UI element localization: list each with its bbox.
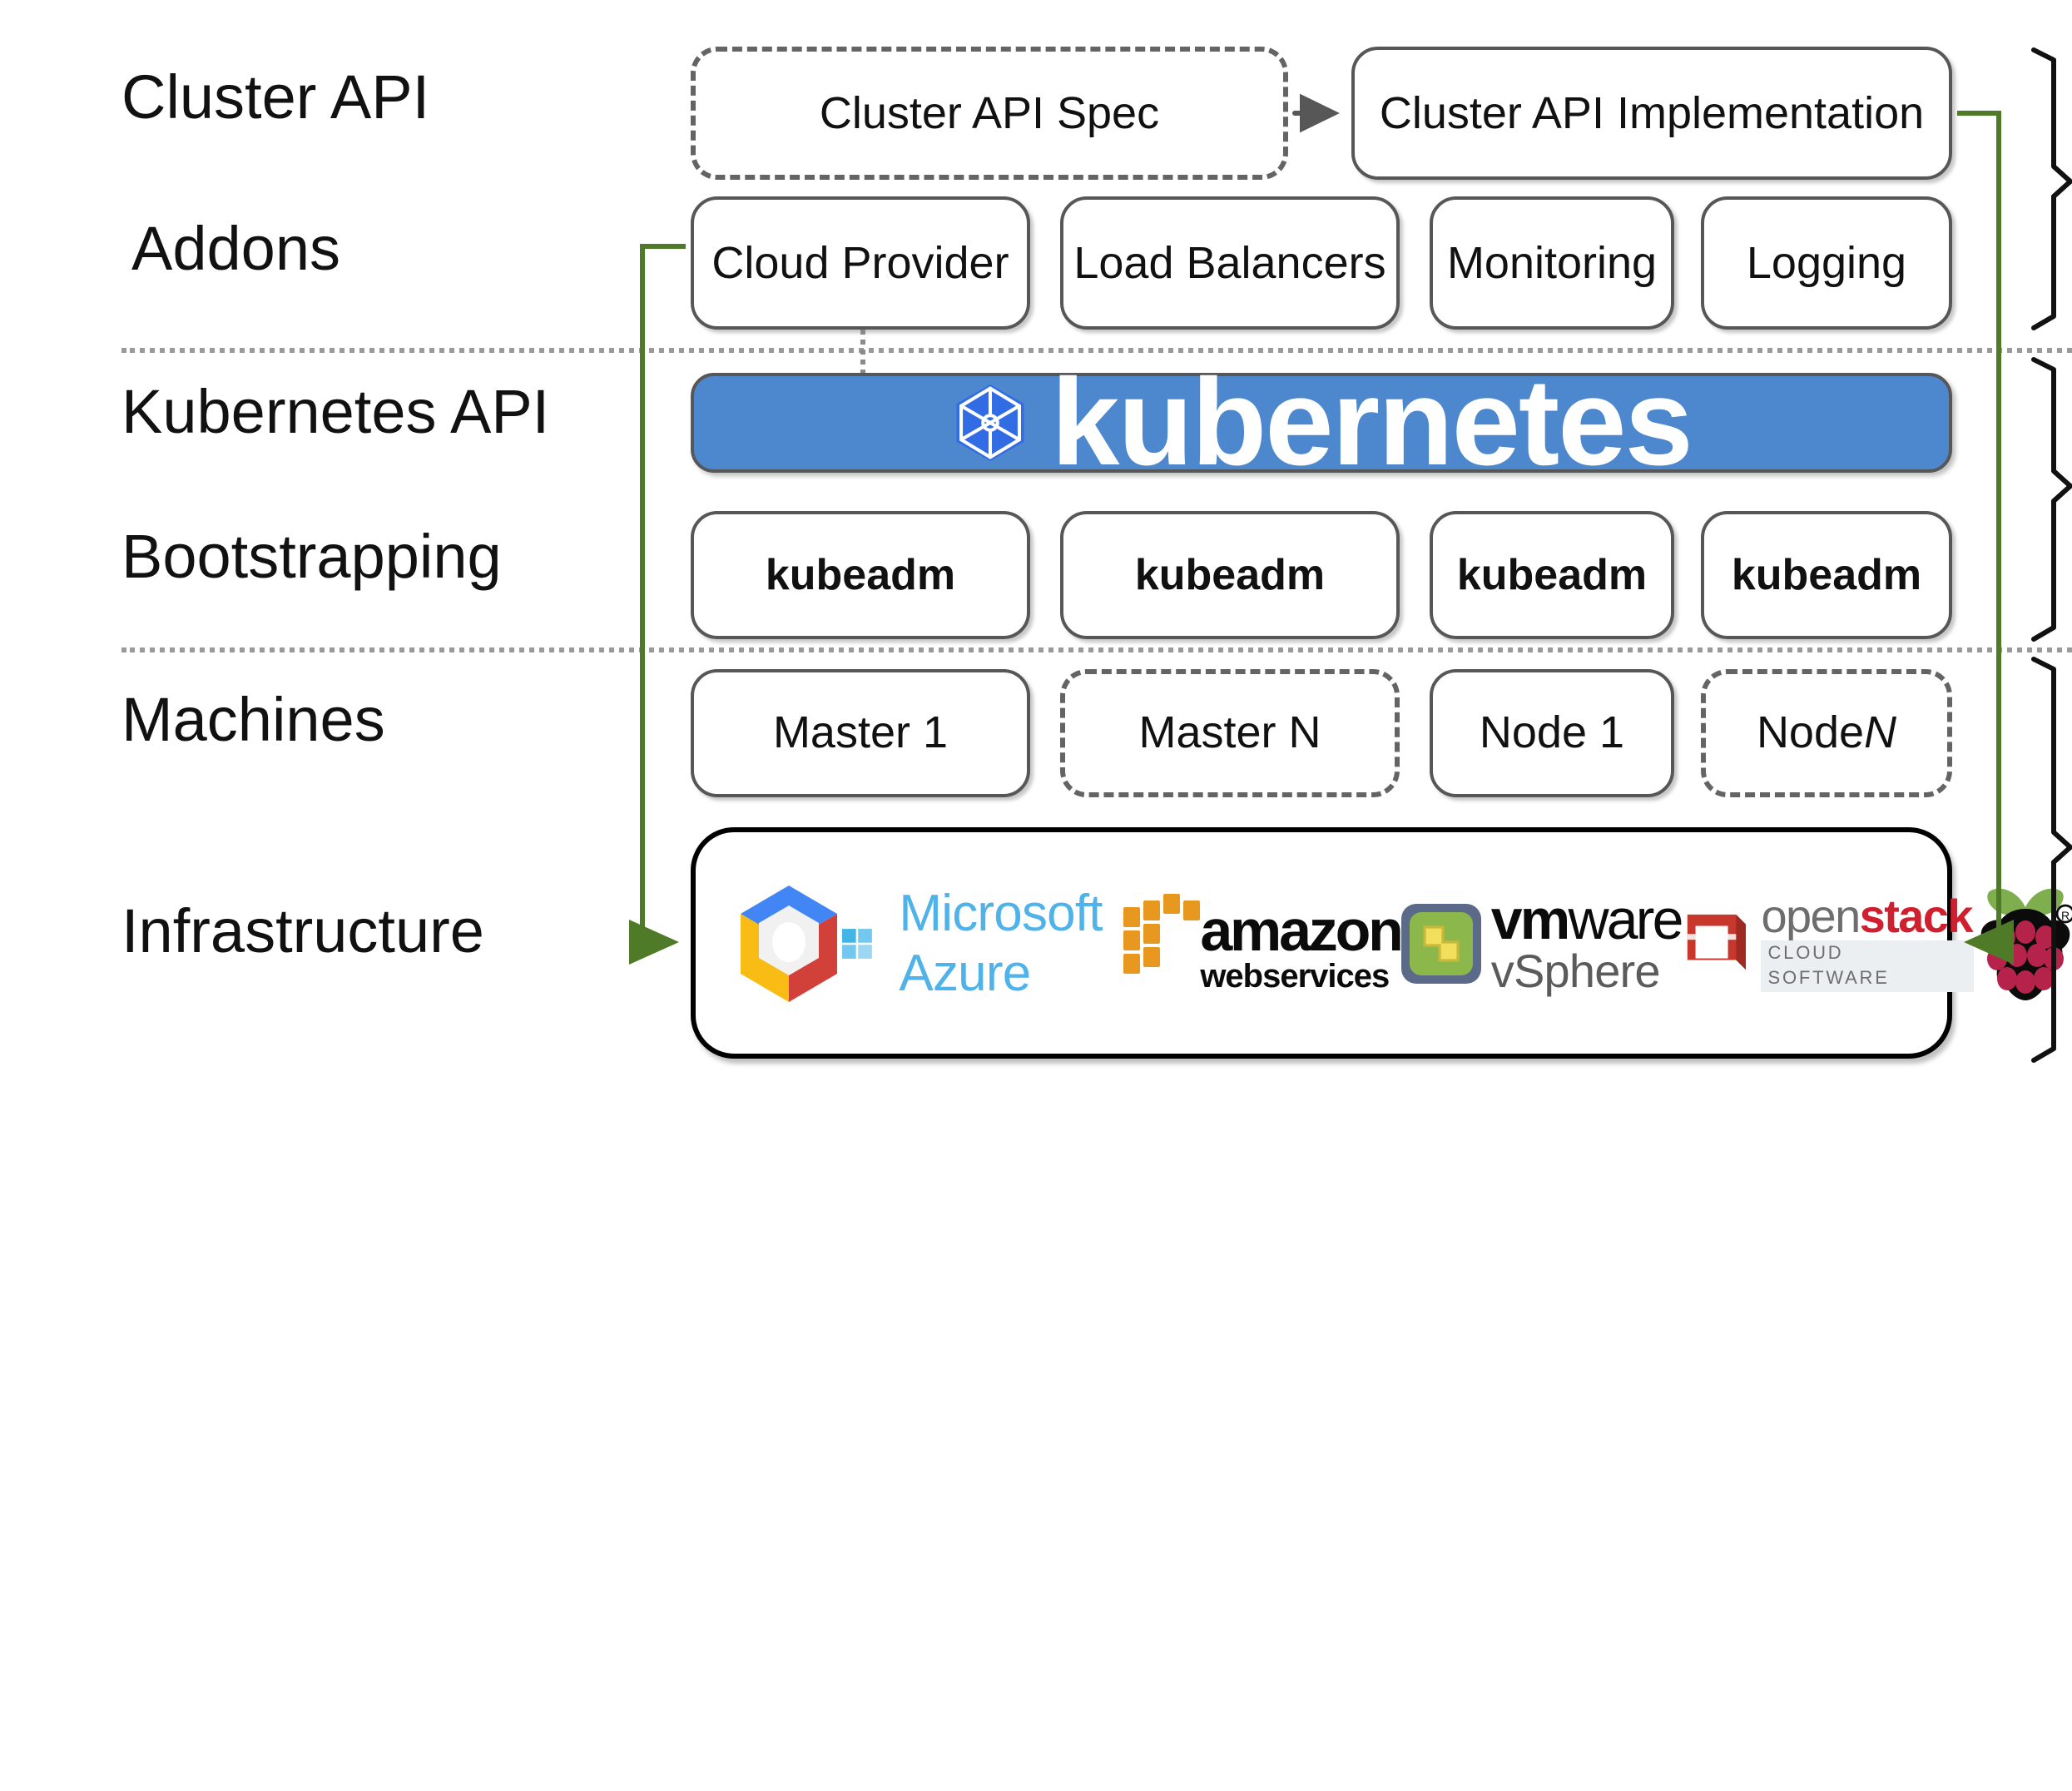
kubernetes-wordmark: kubernetes [1051, 353, 1693, 491]
kubernetes-helm-icon [951, 383, 1028, 463]
row-label-machines: Machines [121, 686, 385, 754]
node-node-1[interactable]: Node 1 [1430, 669, 1674, 797]
brace-layer-2 [2031, 357, 2072, 642]
openstack-open-text: open [1761, 891, 1861, 943]
vmware-vsphere-logo: vmware vSphere [1400, 888, 1684, 996]
row-label-cluster-api: Cluster API [121, 63, 430, 131]
node-kubeadm-1[interactable]: kubeadm [691, 511, 1030, 639]
row-label-bootstrapping: Bootstrapping [121, 523, 502, 591]
amazon-wordmark: amazon [1200, 899, 1404, 965]
vmware-vm-text: vm [1490, 888, 1571, 951]
svg-text:R: R [2061, 908, 2070, 921]
node-cloud-provider[interactable]: Cloud Provider [691, 196, 1030, 330]
kubernetes-banner: kubernetes [691, 360, 1952, 484]
openstack-logo: openstack CLOUD SOFTWARE [1682, 891, 1975, 992]
connector-cloud-provider-to-kubernetes [860, 330, 865, 375]
vmware-wordmark: vmware [1490, 888, 1684, 951]
node-node-n-label: Node [1756, 707, 1865, 757]
node-master-1[interactable]: Master 1 [691, 669, 1030, 797]
row-label-infrastructure: Infrastructure [121, 897, 484, 965]
vmware-ware-text: ware [1568, 888, 1683, 951]
aws-subtitle: webservices [1200, 958, 1390, 995]
node-cluster-api-spec[interactable]: Cluster API Spec [691, 47, 1288, 180]
node-load-balancers[interactable]: Load Balancers [1060, 196, 1400, 330]
vsphere-subtitle: vSphere [1490, 945, 1661, 996]
node-master-n[interactable]: Master N [1060, 669, 1400, 797]
brace-layer-3 [2031, 47, 2072, 330]
google-cloud-platform-logo [736, 881, 842, 1005]
microsoft-azure-wordmark: Microsoft Azure [899, 883, 1103, 1001]
node-monitoring[interactable]: Monitoring [1430, 196, 1674, 330]
separator-layer2-layer1 [121, 647, 2072, 652]
row-label-addons: Addons [131, 215, 340, 283]
node-node-n[interactable]: Node N [1701, 669, 1952, 797]
diagram-canvas: Cluster API Addons Kubernetes API Bootst… [121, 47, 2072, 1063]
openstack-wordmark: openstack [1761, 891, 1974, 943]
node-kubeadm-2[interactable]: kubeadm [1060, 511, 1400, 639]
microsoft-azure-logo: Microsoft Azure [842, 883, 1120, 1003]
openstack-stack-text: stack [1859, 891, 1974, 943]
node-cluster-api-implementation[interactable]: Cluster API Implementation [1351, 47, 1952, 180]
openstack-subtitle: CLOUD SOFTWARE [1761, 940, 1975, 992]
node-kubeadm-4[interactable]: kubeadm [1701, 511, 1952, 639]
separator-layer3-layer2 [121, 348, 2072, 353]
infrastructure-container: Microsoft Azure amazon webservices [691, 827, 2072, 1059]
node-node-n-index: N [1864, 707, 1897, 757]
amazon-web-services-logo: amazon webservices [1120, 893, 1404, 995]
connector-implementation-to-infrastructure [1957, 111, 2014, 965]
node-logging[interactable]: Logging [1701, 196, 1952, 330]
row-label-kubernetes-api: Kubernetes API [121, 378, 550, 446]
raspberry-pi-logo: R [1974, 880, 2072, 1006]
node-kubeadm-3[interactable]: kubeadm [1430, 511, 1674, 639]
